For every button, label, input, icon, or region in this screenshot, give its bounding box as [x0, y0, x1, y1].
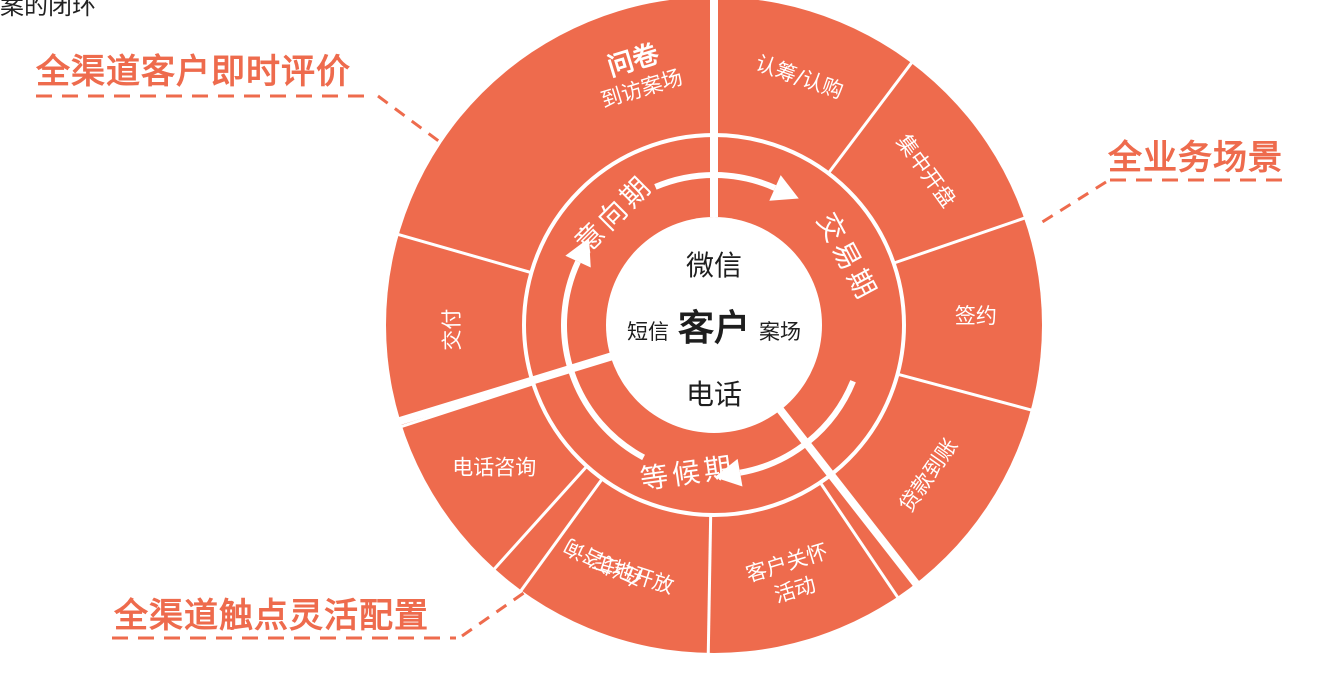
- phase-divider: [776, 406, 921, 588]
- center-title: 客户: [678, 308, 750, 349]
- segment-divider: [396, 232, 532, 275]
- channel-bottom: 电话: [686, 378, 742, 411]
- cycle-arrows: [561, 172, 856, 487]
- channel-left: 短信: [627, 320, 669, 344]
- segment-label: 问卷到访案场: [589, 34, 686, 112]
- segment-divider: [706, 514, 713, 655]
- callout-leader-left-bottom: [461, 588, 529, 638]
- callout-omnichannel-evaluation: 全渠道客户即时评价: [36, 52, 351, 92]
- cycle-arrow-head: [565, 238, 591, 268]
- segment-divider: [893, 216, 1027, 265]
- cycle-arrow-head: [714, 458, 743, 487]
- cycle-arrow-arc: [739, 380, 856, 476]
- callout-leader-right: [1035, 180, 1107, 228]
- segment-label: 签约: [955, 304, 997, 328]
- segment-divider: [518, 477, 604, 593]
- segment-divider: [827, 60, 914, 175]
- center-disk: [606, 217, 822, 433]
- segment-divider: [492, 465, 588, 572]
- phase-divider: [397, 352, 614, 426]
- channel-top: 微信: [686, 249, 742, 282]
- segment-dividers: [396, 0, 1034, 655]
- channel-right: 案场: [759, 320, 801, 344]
- cycle-arrow-arc: [654, 172, 777, 191]
- cycle-arrow-arc: [561, 260, 645, 461]
- phase-dividers: [397, 0, 921, 588]
- segment-divider: [819, 481, 900, 600]
- top-cut-text: 案的闭环: [0, 0, 96, 20]
- segment-label: 电话咨询: [452, 456, 536, 480]
- segment-label: 交付: [440, 308, 465, 350]
- callout-all-business-scenarios: 全业务场景: [1108, 138, 1283, 178]
- callout-leader-left-top: [377, 94, 441, 144]
- segment-divider: [897, 372, 1034, 412]
- cycle-arrow-head: [769, 175, 799, 201]
- callout-touchpoint-config: 全渠道触点灵活配置: [114, 596, 429, 636]
